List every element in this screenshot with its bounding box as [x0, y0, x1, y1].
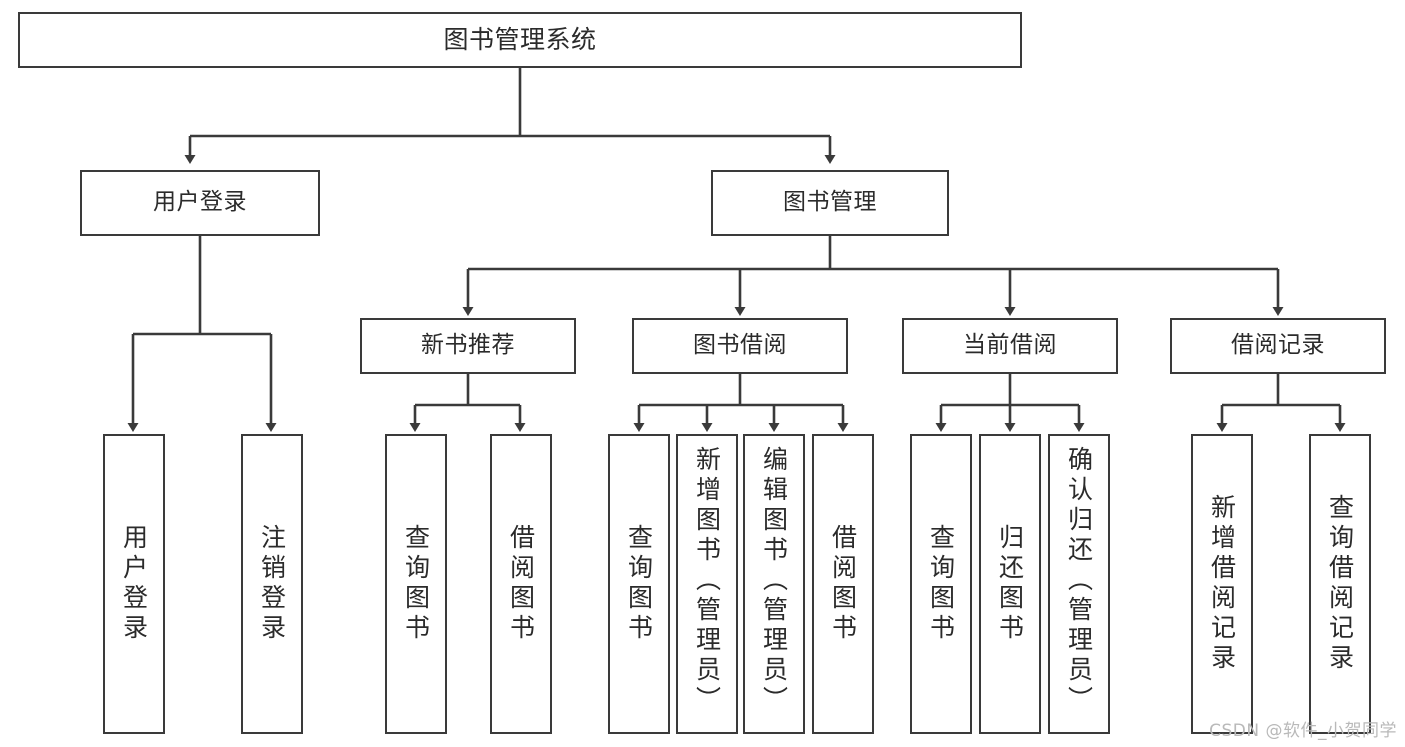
node-label: 借阅记录 [1231, 332, 1325, 359]
node-label: 图书管理 [783, 189, 877, 216]
node-label: 新增借阅记录 [1207, 494, 1237, 674]
node-root-system[interactable]: 图书管理系统 [18, 12, 1022, 68]
leaf-borrow-add-book-admin[interactable]: 新增图书（管理员） [676, 434, 738, 734]
leaf-newbook-borrow-book[interactable]: 借阅图书 [490, 434, 552, 734]
node-borrow-record[interactable]: 借阅记录 [1170, 318, 1386, 374]
node-label: 查询图书 [926, 524, 956, 644]
node-label: 借阅图书 [506, 524, 536, 644]
node-label: 新书推荐 [421, 332, 515, 359]
node-label: 图书借阅 [693, 332, 787, 359]
leaf-borrow-edit-book-admin[interactable]: 编辑图书（管理员） [743, 434, 805, 734]
node-label: 确认归还（管理员） [1064, 446, 1094, 716]
node-book-management[interactable]: 图书管理 [711, 170, 949, 236]
leaf-current-query-book[interactable]: 查询图书 [910, 434, 972, 734]
node-label: 注销登录 [257, 524, 287, 644]
leaf-borrow-query-book[interactable]: 查询图书 [608, 434, 670, 734]
node-label: 当前借阅 [963, 332, 1057, 359]
node-label: 查询图书 [624, 524, 654, 644]
node-label: 用户登录 [119, 524, 149, 644]
leaf-current-return-book[interactable]: 归还图书 [979, 434, 1041, 734]
node-new-book-recommend[interactable]: 新书推荐 [360, 318, 576, 374]
node-book-borrow[interactable]: 图书借阅 [632, 318, 848, 374]
node-label: 用户登录 [153, 189, 247, 216]
leaf-record-add-record[interactable]: 新增借阅记录 [1191, 434, 1253, 734]
leaf-user-logout[interactable]: 注销登录 [241, 434, 303, 734]
node-label: 借阅图书 [828, 524, 858, 644]
watermark-text: CSDN @软件_小贺同学 [1209, 721, 1397, 741]
node-label: 新增图书（管理员） [692, 446, 722, 716]
node-current-borrow[interactable]: 当前借阅 [902, 318, 1118, 374]
leaf-current-confirm-return-admin[interactable]: 确认归还（管理员） [1048, 434, 1110, 734]
node-label: 归还图书 [995, 524, 1025, 644]
node-label: 查询图书 [401, 524, 431, 644]
leaf-newbook-query-book[interactable]: 查询图书 [385, 434, 447, 734]
node-label: 图书管理系统 [443, 25, 597, 54]
leaf-user-login[interactable]: 用户登录 [103, 434, 165, 734]
leaf-borrow-borrow-book[interactable]: 借阅图书 [812, 434, 874, 734]
leaf-record-query-record[interactable]: 查询借阅记录 [1309, 434, 1371, 734]
node-label: 查询借阅记录 [1325, 494, 1355, 674]
node-label: 编辑图书（管理员） [759, 446, 789, 716]
node-user-login[interactable]: 用户登录 [80, 170, 320, 236]
